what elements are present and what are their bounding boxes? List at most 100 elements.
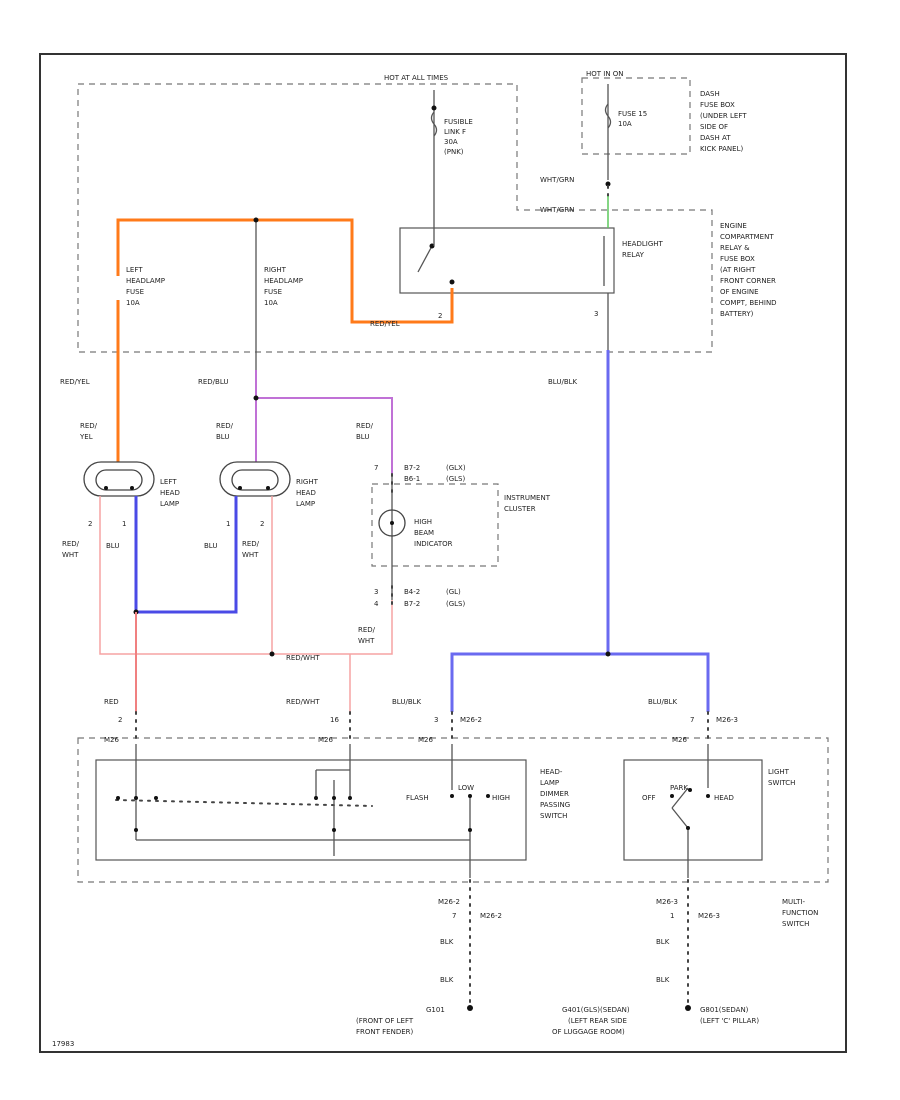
label-red-wht-junction: RED/WHT (286, 654, 320, 662)
light-switch-box (623, 759, 763, 861)
label-wht-grn-1: WHT/GRN (540, 176, 574, 184)
label-red-yel-wire: RED/YEL (60, 378, 90, 386)
label-engine-relay-box: ENGINE COMPARTMENT RELAY & FUSE BOX (AT … (720, 222, 779, 318)
label-hot-at-all-times: HOT AT ALL TIMES (384, 74, 449, 82)
ground-g401 (685, 1005, 691, 1011)
label-blk-left-1: BLK (440, 938, 454, 946)
red-blu-indicator-wire (256, 397, 393, 476)
label-high-beam-indicator: HIGH BEAM INDICATOR (414, 518, 453, 548)
label-ind-pin-top: 7 (374, 464, 378, 472)
red-wht-left-lamp-wire (99, 496, 393, 655)
label-m26-a: M26 (104, 736, 119, 744)
diagram-frame (39, 53, 847, 1053)
label-flash: FLASH (406, 794, 429, 802)
label-low: LOW (458, 784, 474, 792)
label-red-blu-wire: RED/BLU (198, 378, 229, 386)
right-headlamp-symbol (219, 461, 291, 497)
label-blu-blk-sw2: BLU/BLK (648, 698, 678, 706)
label-multi-function-switch: MULTI- FUNCTION SWITCH (782, 898, 821, 928)
high-beam-indicator-bulb (378, 509, 406, 537)
label-sw-pin-7: 7 (690, 716, 694, 724)
label-headlight-relay: HEADLIGHT RELAY (622, 240, 665, 259)
label-ground-right-pin: 1 (670, 912, 674, 920)
label-ind-pin-b2: 4 (374, 600, 379, 608)
label-right-headlamp: RIGHT HEAD LAMP (296, 478, 320, 508)
label-m26-d: M26 (672, 736, 687, 744)
label-red-wht-ind: RED/ WHT (358, 626, 377, 645)
label-blk-left-2: BLK (440, 976, 454, 984)
label-ground-left-conn: M26-2 (480, 912, 502, 920)
label-left-pin-b: 1 (122, 520, 126, 528)
label-park: PARK (670, 784, 688, 792)
label-left-fuse: LEFT HEADLAMP FUSE 10A (126, 266, 167, 307)
label-head: HEAD (714, 794, 734, 802)
ground-g101 (467, 1005, 473, 1011)
label-fuse-15: FUSE 15 10A (618, 110, 649, 128)
label-ground-right-conn: M26-3 (698, 912, 720, 920)
label-ind-conn-b1: B4-2 (404, 588, 420, 596)
label-m26-b: M26 (318, 736, 333, 744)
label-pin-relay-3: 3 (594, 310, 598, 318)
label-right-pin-a: 1 (226, 520, 230, 528)
label-high: HIGH (492, 794, 510, 802)
label-sw-pin-16: 16 (330, 716, 339, 724)
relay-contact (417, 245, 433, 273)
label-ind-conn-top-note: (GLX) (GLS) (446, 464, 468, 483)
label-sw-pin-3: 3 (434, 716, 438, 724)
label-left-headlamp: LEFT HEAD LAMP (160, 478, 182, 508)
label-red-yel-relay: RED/YEL (370, 320, 400, 328)
instrument-cluster-box (371, 483, 499, 567)
label-hot-in-on: HOT IN ON (586, 70, 624, 78)
dimmer-switch-box (95, 759, 527, 861)
label-blk-right-2: BLK (656, 976, 670, 984)
blu-left-lamp-wire (134, 496, 238, 614)
label-ind-conn-top: B7-2 B6-1 (404, 464, 422, 483)
engine-compartment-box (77, 83, 713, 353)
label-left-pin-a: 2 (88, 520, 92, 528)
label-dimmer-switch: HEAD- LAMP DIMMER PASSING SWITCH (540, 768, 572, 820)
label-ground-left: G101 (FRONT OF LEFT FRONT FENDER) (356, 1006, 447, 1036)
fuse-15-symbol (604, 103, 612, 129)
label-red-wht-right: RED/ WHT (242, 540, 261, 559)
red-yel-fuse-feed-wire (116, 218, 454, 324)
label-ind-conn-b2: B7-2 (404, 600, 420, 608)
label-pin-relay-2: 2 (438, 312, 442, 320)
label-red-wht-sw: RED/WHT (286, 698, 320, 706)
label-ground-left-cap: M26-2 (438, 898, 460, 906)
label-fusible-link: FUSIBLE LINK F 30A (PNK) (444, 118, 475, 156)
label-blu-right: BLU (204, 542, 217, 550)
label-red-yel-lamp: RED/ YEL (79, 422, 99, 441)
label-blu-blk-sw1: BLU/BLK (392, 698, 422, 706)
dimmer-switch-contacts (115, 744, 490, 878)
labels: HOT AT ALL TIMES FUSIBLE LINK F 30A (PNK… (52, 70, 821, 1048)
label-right-fuse: RIGHT HEADLAMP FUSE 10A (264, 266, 305, 307)
label-ind-pin-b1: 3 (374, 588, 378, 596)
label-ground-right2: G801(SEDAN) (LEFT 'C' PILLAR) (700, 1006, 759, 1025)
label-blk-right-1: BLK (656, 938, 670, 946)
left-headlamp-symbol (83, 461, 155, 497)
label-blu-blk-wire: BLU/BLK (548, 378, 578, 386)
label-blu-left: BLU (106, 542, 119, 550)
label-off: OFF (642, 794, 656, 802)
label-conn-m26-3: M26-3 (716, 716, 738, 724)
label-red-wht-left: RED/ WHT (62, 540, 81, 559)
label-instrument-cluster: INSTRUMENT CLUSTER (504, 494, 552, 513)
label-red-blu-ind: RED/ BLU (356, 422, 375, 441)
label-dash-fuse-box: DASH FUSE BOX (UNDER LEFT SIDE OF DASH A… (700, 90, 749, 153)
dash-fuse-box (581, 77, 691, 155)
light-switch-contacts (670, 744, 710, 878)
fusible-link-symbol (430, 111, 438, 137)
headlight-relay-box (399, 227, 615, 294)
label-m26-c: M26 (418, 736, 433, 744)
label-wht-grn-2: WHT/GRN (540, 206, 574, 214)
blu-blk-branch-wire (450, 652, 710, 712)
label-red-blu-lamp: RED/ BLU (216, 422, 235, 441)
label-ground-right: G401(GLS)(SEDAN) (LEFT REAR SIDE OF LUGG… (552, 1006, 632, 1036)
label-ground-right-cap: M26-3 (656, 898, 678, 906)
label-right-pin-b: 2 (260, 520, 264, 528)
label-sw-pin-2: 2 (118, 716, 122, 724)
label-ground-left-pin: 7 (452, 912, 456, 920)
label-ind-conn-b-note: (GL) (GLS) (446, 588, 465, 608)
label-conn-m26-2: M26-2 (460, 716, 482, 724)
